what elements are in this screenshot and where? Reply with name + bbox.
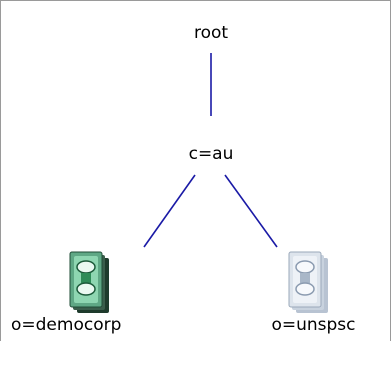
node-o-unspsc[interactable]: o=unspsc: [271, 315, 356, 335]
edge-c-au-to-unspsc: [224, 174, 278, 248]
tree-edges: [143, 53, 278, 248]
directory-server-icon[interactable]: [287, 251, 333, 315]
edge-c-au-to-democorp: [143, 174, 196, 248]
node-o-democorp[interactable]: o=democorp: [11, 315, 122, 335]
node-root[interactable]: root: [193, 23, 229, 43]
directory-server-icon[interactable]: [68, 251, 114, 315]
node-c-au[interactable]: c=au: [188, 144, 234, 164]
directory-tree-panel: root c=au o=democorp o=unspsc: [0, 0, 391, 341]
